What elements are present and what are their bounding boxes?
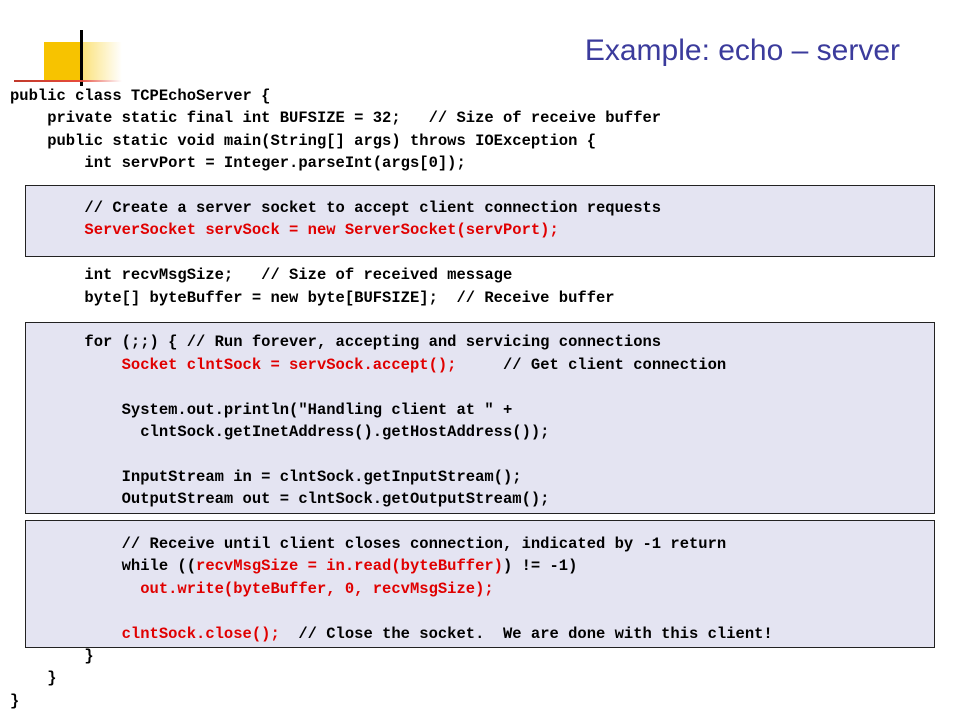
code-line: out.write(byteBuffer, 0, recvMsgSize);: [10, 578, 494, 600]
code-line: while ((recvMsgSize = in.read(byteBuffer…: [10, 555, 578, 577]
code-line: public static void main(String[] args) t…: [10, 130, 596, 152]
code-highlight: out.write(byteBuffer, 0, recvMsgSize);: [10, 579, 494, 598]
code-line: for (;;) { // Run forever, accepting and…: [10, 331, 661, 353]
code-text: // Receive until client closes connectio…: [10, 535, 727, 553]
code-line: }: [10, 690, 19, 712]
highlight-box-echo-loop: [25, 520, 935, 648]
code-line: private static final int BUFSIZE = 32; /…: [10, 107, 661, 129]
code-line: clntSock.close(); // Close the socket. W…: [10, 623, 773, 645]
code-text: // Close the socket. We are done with th…: [279, 624, 773, 643]
code-line: public class TCPEchoServer {: [10, 85, 270, 107]
code-line: }: [10, 645, 94, 667]
code-line: int recvMsgSize; // Size of received mes…: [10, 264, 512, 286]
code-text: private static final int BUFSIZE = 32; /…: [10, 109, 662, 128]
code-line: // Receive until client closes connectio…: [10, 533, 727, 555]
code-line: clntSock.getInetAddress().getHostAddress…: [10, 421, 550, 443]
code-text: OutputStream out = clntSock.getOutputStr…: [10, 490, 550, 509]
code-line: ServerSocket servSock = new ServerSocket…: [10, 219, 559, 241]
code-text: }: [10, 691, 20, 710]
code-line: byte[] byteBuffer = new byte[BUFSIZE]; /…: [10, 287, 615, 309]
code-highlight: Socket clntSock = servSock.accept();: [10, 355, 457, 374]
code-highlight: ServerSocket servSock = new ServerSocket…: [10, 221, 559, 240]
code-text: System.out.println("Handling client at "…: [10, 400, 513, 419]
logo-glow: [82, 42, 122, 80]
code-text: byte[] byteBuffer = new byte[BUFSIZE]; /…: [10, 288, 615, 307]
code-line: int servPort = Integer.parseInt(args[0])…: [10, 152, 466, 174]
code-text: public static void main(String[] args) t…: [10, 131, 596, 150]
slide-title: Example: echo – server: [584, 34, 900, 67]
code-text: // Create a server socket to accept clie…: [10, 199, 662, 217]
code-text: while ((: [10, 557, 197, 576]
code-text: for (;;) { // Run forever, accepting and…: [10, 333, 662, 352]
logo-horizontal-line: [14, 80, 122, 82]
code-line: }: [10, 667, 57, 689]
code-highlight: recvMsgSize = in.read(byteBuffer): [196, 557, 503, 576]
code-text: int recvMsgSize; // Size of received mes…: [10, 266, 513, 285]
highlight-box-server-socket: [25, 185, 935, 257]
code-line: Socket clntSock = servSock.accept(); // …: [10, 354, 727, 376]
code-line: InputStream in = clntSock.getInputStream…: [10, 466, 522, 488]
code-line: OutputStream out = clntSock.getOutputStr…: [10, 488, 550, 510]
code-text: public class TCPEchoServer {: [10, 87, 271, 105]
slide-logo: [0, 0, 130, 90]
code-text: }: [10, 647, 94, 665]
code-highlight: clntSock.close();: [10, 624, 280, 643]
logo-vertical-line: [80, 30, 83, 86]
code-text: int servPort = Integer.parseInt(args[0])…: [10, 154, 466, 173]
code-line: System.out.println("Handling client at "…: [10, 399, 513, 421]
code-text: InputStream in = clntSock.getInputStream…: [10, 467, 522, 486]
code-text: clntSock.getInetAddress().getHostAddress…: [10, 423, 550, 441]
logo-yellow-square: [44, 42, 82, 80]
code-line: // Create a server socket to accept clie…: [10, 197, 661, 219]
highlight-box-accept-loop: [25, 322, 935, 514]
code-text: // Get client connection: [456, 355, 727, 374]
code-text: ) != -1): [502, 557, 578, 576]
code-text: }: [10, 669, 57, 688]
